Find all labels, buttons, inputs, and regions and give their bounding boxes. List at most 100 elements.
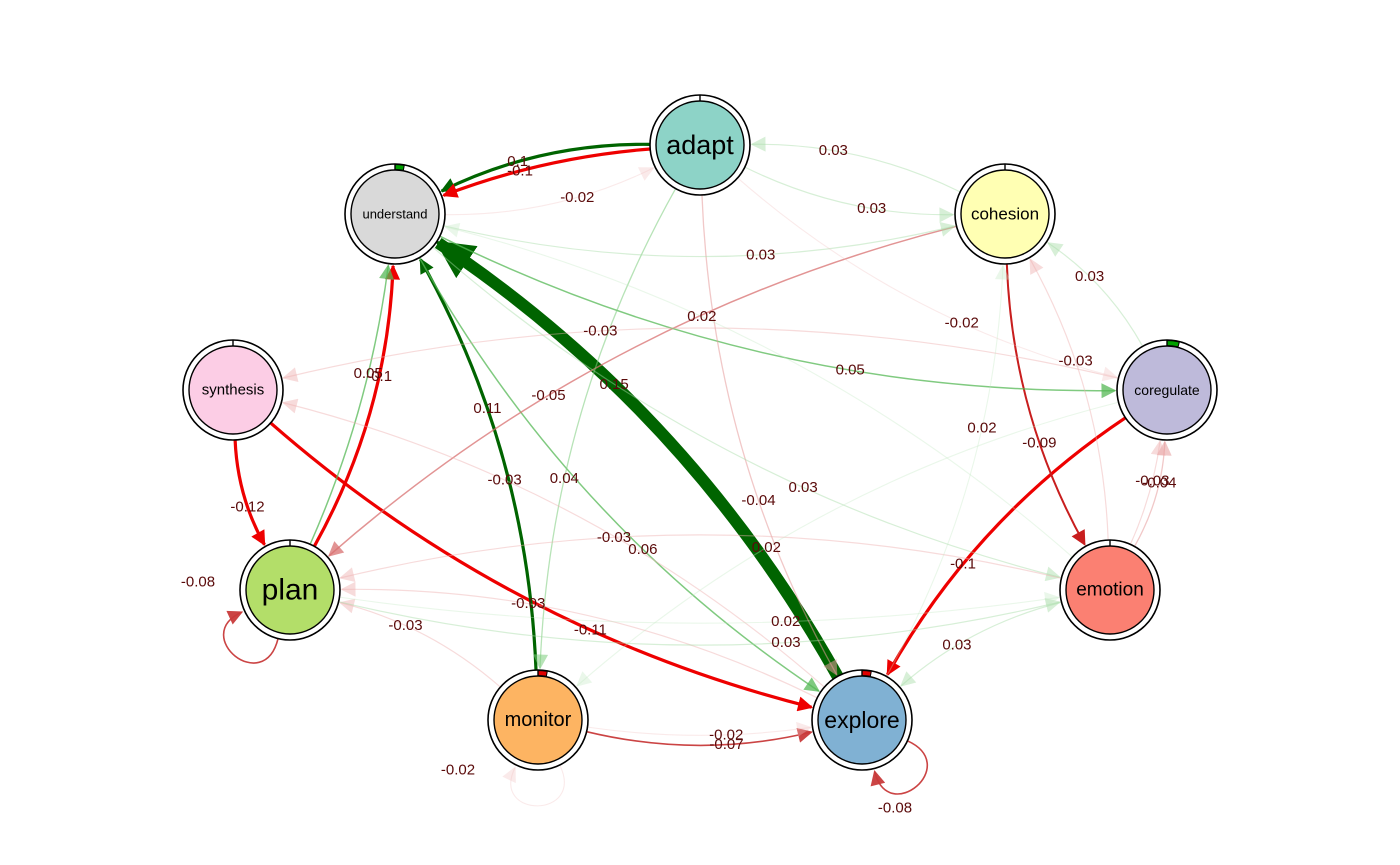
edge-label: -0.04 — [1142, 474, 1176, 491]
edge-adapt-to-monitor — [533, 188, 677, 670]
edge-label: -0.03 — [488, 471, 522, 488]
edge-label: 0.03 — [1075, 268, 1104, 285]
node-label: emotion — [1076, 580, 1144, 601]
edge-explore-to-plan — [340, 581, 818, 699]
node-monitor[interactable]: monitor — [487, 669, 589, 771]
edge-coregulate-to-cohesion — [1046, 242, 1144, 347]
edge-explore-to-cohesion — [885, 264, 1010, 677]
node-plan[interactable]: plan — [239, 539, 341, 641]
edge-coregulate-to-synthesis — [282, 327, 1119, 383]
edge-explore-to-synthesis — [281, 398, 825, 688]
node-pie-wedge — [537, 669, 548, 677]
edge-explore-to-understand — [434, 237, 843, 680]
edge-cohesion-to-plan — [327, 225, 957, 557]
edge-label: 0.04 — [550, 470, 579, 487]
edge-explore-to-explore — [870, 740, 929, 795]
edge-label: -0.09 — [1022, 434, 1056, 451]
edge-label: -0.12 — [230, 499, 264, 516]
edge-adapt-to-cohesion — [744, 166, 955, 223]
edge-label: 0.06 — [628, 541, 657, 558]
edge-label: -0.03 — [583, 322, 617, 339]
node-label: explore — [824, 707, 899, 733]
node-adapt[interactable]: adapt — [649, 94, 751, 196]
edge-monitor-to-explore — [587, 721, 813, 737]
edge-monitor-to-understand — [419, 258, 538, 671]
edge-label: -0.02 — [441, 762, 475, 779]
node-pie-wedge — [861, 669, 872, 677]
edge-label: -0.03 — [511, 595, 545, 612]
edge-label: 0.02 — [967, 420, 996, 437]
node-emotion[interactable]: emotion — [1059, 539, 1161, 641]
edge-emotion-to-cohesion — [1029, 258, 1109, 541]
node-label: coregulate — [1134, 382, 1200, 398]
edge-plan-to-understand — [309, 264, 394, 545]
node-pie-wedge — [1166, 339, 1180, 348]
edge-label: -0.1 — [507, 162, 533, 179]
edge-understand-to-coregulate — [439, 235, 1117, 399]
edge-plan-to-emotion — [338, 597, 1061, 646]
edge-label: -0.07 — [709, 736, 743, 753]
edge-understand-to-cohesion — [443, 221, 956, 258]
edge-label: 0.03 — [857, 200, 886, 217]
edge-label: -0.03 — [388, 617, 422, 634]
node-label: cohesion — [971, 205, 1039, 224]
node-label: understand — [362, 207, 427, 222]
edge-label: 0.11 — [473, 400, 501, 417]
edge-label: 0.03 — [819, 142, 848, 159]
edge-cohesion-to-adapt — [750, 136, 961, 193]
edge-synthesis-to-plan — [233, 439, 266, 547]
edge-understand-to-emotion — [432, 246, 1062, 582]
edge-label: 0.15 — [600, 376, 629, 393]
edge-coregulate-to-explore — [886, 416, 1127, 676]
edge-emotion-to-understand — [443, 222, 1073, 558]
node-label: adapt — [666, 130, 734, 160]
node-coregulate[interactable]: coregulate — [1116, 339, 1218, 441]
edge-label: -0.08 — [181, 574, 215, 591]
edges-layer — [222, 136, 1172, 807]
edge-emotion-to-plan — [339, 534, 1062, 583]
node-explore[interactable]: explore — [811, 669, 913, 771]
edge-label: 0.03 — [788, 479, 817, 496]
edge-label: 0.03 — [771, 634, 800, 651]
edge-label: 0.02 — [771, 613, 800, 630]
edge-label: -0.02 — [709, 726, 743, 743]
edge-plan-to-plan — [222, 610, 279, 664]
edge-emotion-to-explore — [900, 601, 1062, 687]
edge-plan-to-emotion — [339, 591, 1061, 624]
node-synthesis[interactable]: synthesis — [182, 339, 284, 441]
edge-label: -0.02 — [560, 189, 594, 206]
edge-label: -0.02 — [945, 315, 979, 332]
edge-label: -0.03 — [597, 529, 631, 546]
edge-adapt-to-explore — [701, 194, 838, 676]
edge-label: -0.11 — [574, 622, 607, 639]
node-cohesion[interactable]: cohesion — [954, 163, 1056, 265]
node-label: plan — [262, 574, 319, 607]
edge-label: -0.04 — [741, 492, 775, 509]
edge-coregulate-to-monitor — [576, 401, 1119, 687]
edge-label: 0.1 — [507, 153, 528, 170]
edge-label: 0.03 — [746, 246, 775, 263]
node-pie-wedge — [394, 163, 405, 171]
edge-label: 0.05 — [354, 365, 383, 382]
edge-adapt-to-understand — [440, 142, 651, 193]
edge-label: 0.03 — [942, 637, 971, 654]
edge-label: 0.05 — [836, 362, 865, 379]
edge-label: 0.02 — [752, 539, 781, 556]
edge-monitor-to-monitor — [502, 764, 565, 807]
edge-emotion-to-coregulate — [1133, 440, 1172, 547]
edge-monitor-to-plan — [338, 598, 501, 688]
edge-emotion-to-coregulate — [1129, 440, 1166, 545]
edge-synthesis-to-explore — [269, 421, 814, 712]
edge-label: -0.03 — [1059, 353, 1093, 370]
node-understand[interactable]: understand — [344, 163, 446, 265]
nodes-layer: adapt cohesion coregulate emotion explore mon… — [182, 94, 1218, 771]
edge-label: -0.1 — [950, 555, 976, 572]
node-label: monitor — [505, 709, 572, 731]
edge-adapt-to-understand — [442, 147, 651, 198]
edge-label: -0.08 — [878, 800, 912, 817]
edge-label: 0.02 — [687, 308, 716, 325]
edge-understand-to-adapt — [444, 167, 655, 216]
edge-adapt-to-coregulate — [737, 177, 1119, 382]
edge-label: -0.03 — [1135, 473, 1169, 490]
